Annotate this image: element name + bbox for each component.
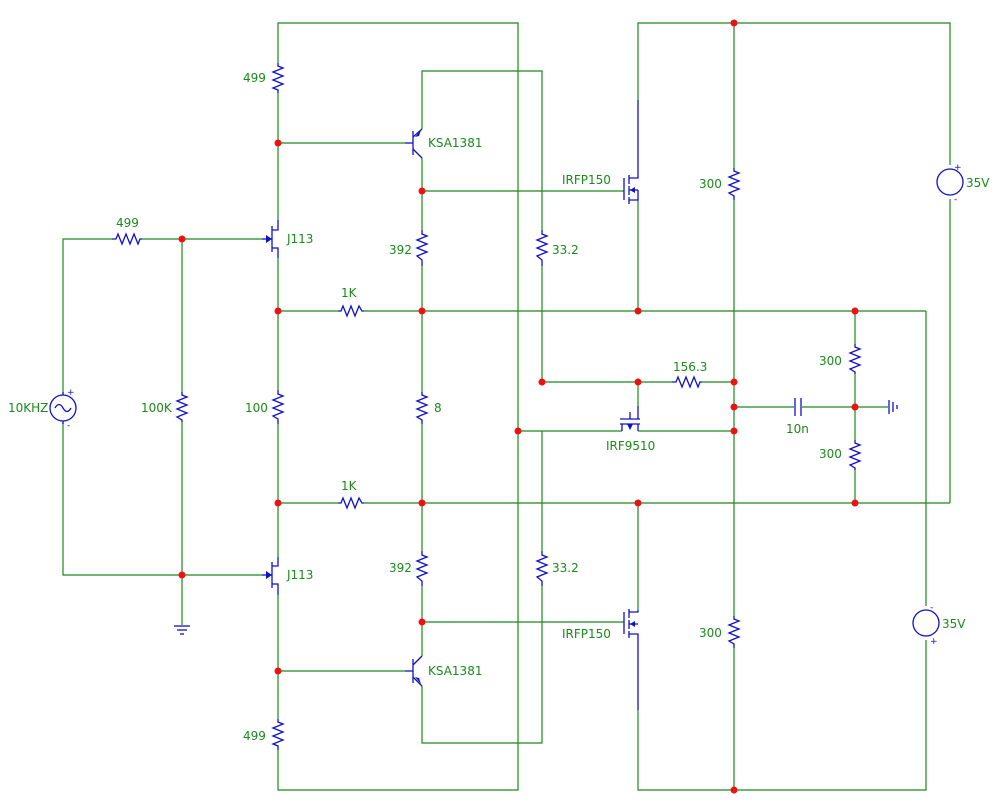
dc-supply-top: + - [936, 163, 964, 205]
resistor-1k-bottom [338, 496, 364, 510]
transistor-label: J113 [286, 568, 313, 582]
supply-top-label: 35V [966, 176, 990, 190]
resistor-1k-top [338, 304, 364, 318]
ac-source: + - [49, 388, 77, 431]
capacitor-label: 10n [786, 422, 809, 436]
resistor-symbols [112, 63, 862, 750]
resistor-499-bottom [271, 719, 285, 750]
svg-text:+: + [930, 637, 938, 647]
resistor-label: 156.3 [673, 360, 707, 374]
jfet-j113-top [262, 220, 279, 258]
resistor-100k [175, 392, 189, 422]
resistor-label: 499 [243, 729, 266, 743]
resistor-label: 1K [341, 479, 358, 493]
dc-supply-bottom: - + [912, 603, 940, 647]
svg-text:-: - [930, 603, 933, 613]
resistor-33-bottom [535, 551, 549, 586]
ground-symbol [174, 625, 190, 635]
svg-text:-: - [954, 195, 957, 205]
resistor-label: 33.2 [552, 243, 579, 257]
transistor-label: KSA1381 [428, 136, 482, 150]
resistor-392-top [415, 230, 429, 266]
supply-bottom-label: 35V [942, 617, 966, 631]
ac-source-label: 10KHZ [8, 401, 48, 415]
transistor-label: IRF9510 [606, 439, 655, 453]
resistor-label: 1K [341, 286, 358, 300]
ground-symbol-right [888, 400, 898, 414]
junction-dots [178, 19, 859, 794]
resistor-label: 300 [699, 626, 722, 640]
svg-text:-: - [67, 421, 70, 431]
mosfet-irfp150-bottom [623, 609, 639, 710]
resistor-300-div-top [848, 344, 862, 374]
transistor-label: IRFP150 [562, 173, 611, 187]
svg-text:+: + [67, 388, 75, 398]
resistor-33-top [535, 230, 549, 266]
transistor-label: IRFP150 [562, 627, 611, 641]
resistor-100 [271, 390, 285, 424]
resistor-label: 33.2 [552, 561, 579, 575]
component-labels: 10KHZ 35V 35V 499 100K 499 499 100 1K 1K… [8, 71, 990, 743]
resistor-label: 100 [245, 401, 268, 415]
resistor-300-mid-top [727, 168, 741, 200]
resistor-156 [672, 375, 702, 389]
svg-text:+: + [954, 163, 962, 173]
jfet-j113-bottom [262, 557, 279, 595]
resistor-label: 499 [116, 216, 139, 230]
resistor-label: 300 [699, 177, 722, 191]
mosfet-irfp150-top [623, 100, 639, 204]
wires [62, 22, 951, 791]
resistor-499-input [112, 232, 142, 246]
resistor-8 [415, 392, 429, 424]
resistor-label: 100K [141, 401, 173, 415]
resistor-label: 392 [389, 243, 412, 257]
resistor-label: 392 [389, 561, 412, 575]
bjt-ksa1381-bottom [405, 655, 423, 687]
transistor-label: J113 [286, 232, 313, 246]
transistor-label: KSA1381 [428, 664, 482, 678]
resistor-label: 300 [819, 447, 842, 461]
mosfet-irf9510 [620, 406, 640, 431]
capacitor-10n [794, 398, 802, 416]
resistor-label: 8 [434, 401, 442, 415]
resistor-300-mid-bottom [727, 616, 741, 648]
bjt-ksa1381-top [405, 128, 423, 159]
resistor-300-div-bottom [848, 440, 862, 470]
resistor-label: 300 [819, 354, 842, 368]
resistor-499-top [271, 63, 285, 93]
resistor-label: 499 [243, 71, 266, 85]
resistor-392-bottom [415, 551, 429, 586]
